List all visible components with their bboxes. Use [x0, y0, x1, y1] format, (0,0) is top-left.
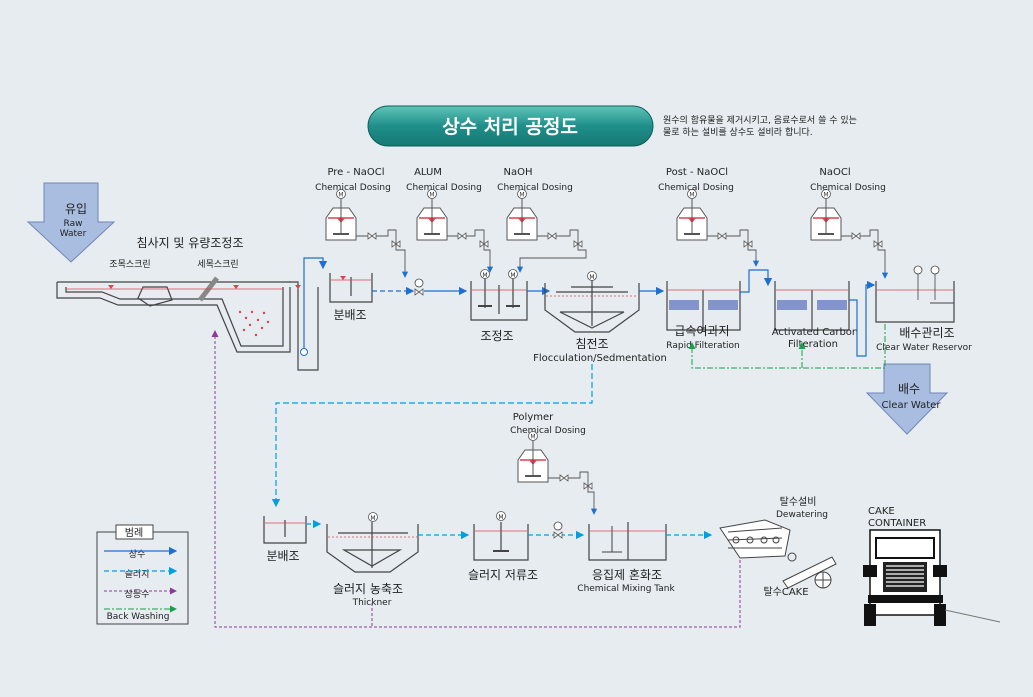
- dosing-naocl: NaOCl Chemical Dosing: [810, 167, 889, 279]
- polymer-name: Polymer: [513, 412, 554, 423]
- adjust-tank-label: 조정조: [480, 329, 513, 343]
- grit-chamber-label: 침사지 및 유량조정조: [137, 236, 244, 250]
- dosing-name-4: Post - NaOCl: [666, 167, 728, 178]
- flowmeter-1: [414, 278, 424, 288]
- flow-grit-to-dist: [303, 257, 328, 348]
- dosing-sub-5: Chemical Dosing: [810, 183, 886, 193]
- dosing-sub-2: Chemical Dosing: [406, 183, 482, 193]
- coarse-screen-label: 조목스크린: [109, 259, 150, 270]
- dosing-name-2: ALUM: [414, 167, 442, 178]
- dosing-sub-4: Chemical Dosing: [658, 183, 734, 193]
- sedimentation-label: 침전조: [575, 337, 608, 351]
- reservoir-label-en: Clear Water Reservor: [876, 343, 972, 353]
- grit-particles: [238, 310, 270, 337]
- dosing-name-1: Pre - NaOCl: [327, 167, 384, 178]
- container-label-2: CONTAINER: [868, 518, 926, 529]
- description-line-2: 물로 하는 설비를 상수도 설비라 합니다.: [663, 127, 813, 138]
- dewatering-label-en: Dewatering: [776, 510, 828, 520]
- supernatant-return: [211, 330, 741, 628]
- dosing-sub-1: Chemical Dosing: [315, 183, 391, 193]
- mixing-tank-label: 응집제 혼화조: [592, 568, 662, 582]
- fine-screen-label: 세목스크린: [197, 259, 238, 270]
- valve-1: [414, 288, 424, 296]
- dosing-sub-3: Chemical Dosing: [497, 183, 573, 193]
- grit-water-markers: [108, 285, 301, 289]
- dosing-post-naocl: Post - NaOCl Chemical Dosing: [658, 167, 760, 267]
- legend-title: 범례: [125, 527, 143, 539]
- adjust-motor-1-label: M: [482, 272, 487, 279]
- legend-label-backwash: Back Washing: [107, 612, 170, 622]
- dist1-marker: [340, 276, 346, 280]
- adjust-motor-2-label: M: [510, 272, 515, 279]
- thick-motor-label: M: [370, 515, 375, 522]
- adjust-motor-2: [508, 269, 518, 279]
- clear-water-en: Clear Water: [882, 400, 942, 411]
- cake-label: 탈수CAKE: [763, 585, 808, 598]
- rapid-filter: [666, 281, 741, 331]
- storage-motor: [496, 511, 506, 521]
- carbon-filter-label-1: Activated Carbon: [772, 327, 859, 338]
- flow-rapid-to-carbon: [740, 269, 773, 293]
- legend: 범례 상수 슬러지 상등수 Back Washing: [96, 524, 189, 625]
- carbon-filter-label-2: Filteration: [788, 339, 838, 350]
- raw-water-en1: Raw: [64, 219, 83, 229]
- sedimentation-label-en: Flocculation/Sedmentation: [533, 353, 667, 364]
- rapid-filter-label-en: Rapid Filteration: [666, 341, 739, 351]
- distribution-tank-2: [263, 516, 307, 544]
- dosing-alum: ALUM Chemical Dosing: [406, 167, 494, 273]
- clear-water-reservoir: [875, 265, 955, 323]
- grit-chamber: [56, 276, 319, 371]
- dosing-pre-naocl: Pre - NaOCl Chemical Dosing: [315, 167, 409, 278]
- sed-motor: [587, 271, 597, 281]
- raw-water-ko: 유입: [65, 202, 87, 216]
- reservoir-label: 배수관리조: [899, 326, 954, 340]
- clear-water-ko: 배수: [898, 382, 920, 396]
- dosing-name-5: NaOCl: [819, 167, 850, 178]
- dosing-name-3: NaOH: [504, 167, 533, 178]
- clear-water-arrow: [865, 363, 949, 435]
- thickener-tank: [326, 522, 419, 573]
- polymer-sub: Chemical Dosing: [510, 426, 586, 436]
- sedimentation-tank: [544, 280, 640, 333]
- legend-label-water: 상수: [129, 549, 146, 560]
- raw-water-arrow: [26, 182, 116, 263]
- flow-carbon-to-reservoir: [849, 280, 876, 357]
- mixing-tank-label-en: Chemical Mixing Tank: [577, 584, 675, 594]
- legend-label-sludge: 슬러지: [125, 569, 150, 580]
- sludge-to-dist2: [271, 364, 593, 508]
- dewatering-label: 탈수설비: [780, 495, 817, 508]
- truck-icon: [863, 529, 1001, 626]
- flowmeter-2: [553, 521, 563, 531]
- adjust-motor-1: [480, 269, 490, 279]
- dewatering-unit: [719, 519, 837, 589]
- polymer-dosing: [517, 430, 598, 515]
- distribution-tank-2-label: 분배조: [266, 549, 299, 563]
- distribution-tank-1-label: 분배조: [333, 308, 366, 322]
- distribution-tank-1: [329, 273, 373, 303]
- container-label-1: CAKE: [868, 506, 895, 517]
- carbon-filter: [774, 281, 850, 331]
- title-banner: [367, 105, 654, 147]
- backwash-line: [688, 324, 886, 369]
- thick-motor: [368, 512, 378, 522]
- adjust-tank: [470, 278, 528, 321]
- page-title: 상수 처리 공정도: [442, 116, 578, 138]
- sludge-storage-label: 슬러지 저류조: [468, 568, 538, 582]
- chemical-mixing-tank: [588, 522, 667, 561]
- pump-icon: [300, 348, 308, 356]
- valve-2: [553, 531, 563, 539]
- thickener-label: 슬러지 농축조: [333, 582, 403, 596]
- sed-motor-label: M: [589, 274, 594, 281]
- dosing-naoh: NaOH Chemical Dosing: [497, 167, 587, 273]
- storage-motor-label: M: [498, 514, 503, 521]
- legend-label-supernatant: 상등수: [125, 589, 150, 600]
- rapid-filter-label: 급속여과지: [674, 324, 729, 338]
- description-line-1: 원수의 함유물을 제거시키고, 음료수로서 쓸 수 있는: [663, 114, 857, 126]
- raw-water-en2: Water: [60, 229, 87, 239]
- sludge-storage-tank: [473, 522, 529, 561]
